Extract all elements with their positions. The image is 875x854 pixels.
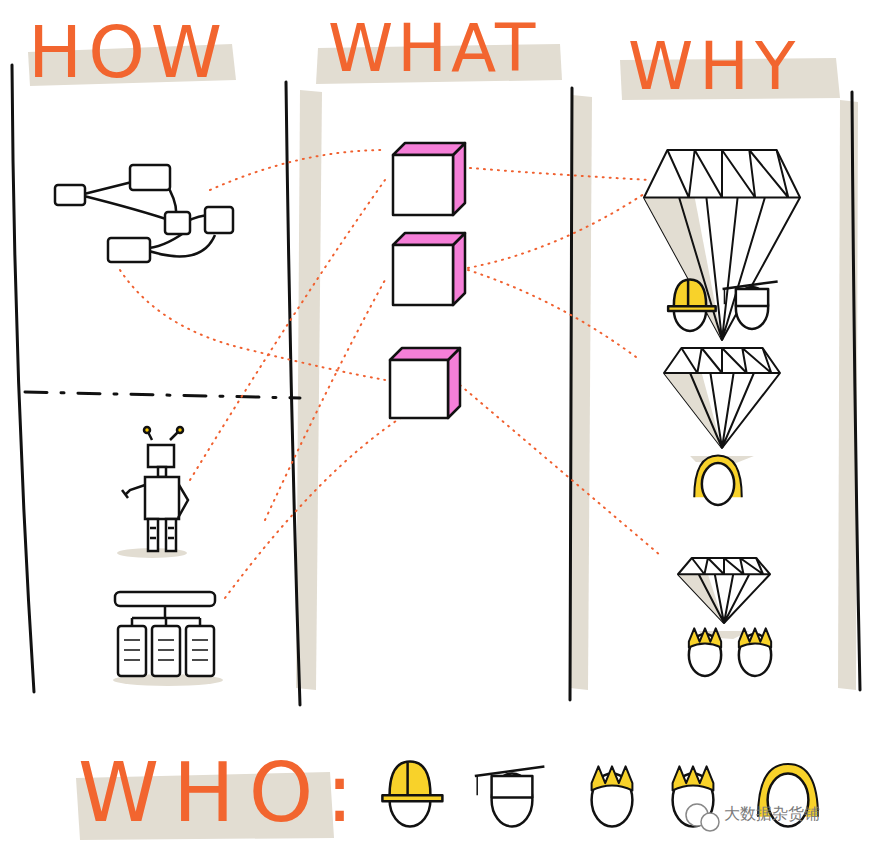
grad-head xyxy=(723,281,778,329)
column-heading: HOW xyxy=(28,16,228,88)
cube xyxy=(393,143,465,215)
spiky-head xyxy=(592,766,633,826)
diamond-gem xyxy=(644,150,800,356)
spiky-head xyxy=(689,628,721,675)
cube xyxy=(393,233,465,305)
column-lines xyxy=(12,65,860,705)
highlight-patches xyxy=(28,44,858,840)
cube xyxy=(390,348,460,418)
row-heading: WHO: xyxy=(78,752,367,834)
data-cubes xyxy=(390,143,465,418)
column-heading: WHAT xyxy=(328,16,539,82)
spiky-head xyxy=(739,628,771,675)
column-heading: WHY xyxy=(628,34,801,100)
watermark: 大数据杂货铺 xyxy=(724,806,820,822)
diamonds xyxy=(644,150,800,639)
server-cluster xyxy=(113,592,223,686)
watermark-icon xyxy=(686,804,719,831)
hair-head xyxy=(694,456,742,505)
robot xyxy=(117,427,188,558)
diamond-gem xyxy=(678,558,770,639)
mind-map xyxy=(55,165,233,262)
diamond-gem xyxy=(664,348,780,464)
hard-head xyxy=(668,280,716,331)
people-heads xyxy=(382,280,818,827)
hard-head xyxy=(382,762,442,827)
grad-head xyxy=(475,766,545,826)
